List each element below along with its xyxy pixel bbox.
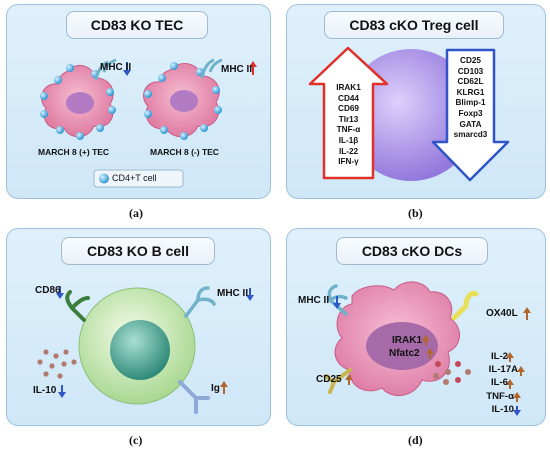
tcell-group-right	[144, 62, 222, 140]
up-item: IFN-γ	[338, 157, 359, 167]
panel-c-caption: (c)	[129, 433, 143, 447]
cd86-down-arrow-icon	[56, 286, 64, 299]
down-item: KLRG1	[456, 87, 485, 97]
mhc-down-arrow-icon	[123, 62, 131, 76]
mhc-down-arrow-icon	[333, 296, 341, 309]
up-item: TNF-α	[336, 125, 361, 135]
panel-c-cd86-label: CD86	[35, 285, 61, 296]
panel-a-left-cell-label: MARCH 8 (+) TEC	[38, 147, 110, 157]
down-item: smarcd3	[453, 130, 488, 140]
panel-d-title-text: CD83 cKO DCs	[361, 243, 463, 259]
panel-a-mhc-label-right: MHC II	[221, 64, 253, 75]
cytokine-dots	[433, 361, 471, 385]
up-item: CD44	[338, 93, 359, 103]
panel-d-cytokine-list: IL-2 IL-17A IL-6 TNF-α IL-10	[478, 350, 518, 416]
upregulated-list: IRAK1 CD44 CD69 Tlr13 TNF-α IL-1β IL-22 …	[325, 83, 372, 168]
panel-c-title-text: CD83 KO B cell	[87, 243, 189, 259]
panel-a-title: CD83 KO TEC	[66, 11, 208, 39]
cytokine-item: IL-17A	[488, 364, 518, 376]
dc-nucleus	[366, 322, 438, 370]
il10-down-arrow-icon	[58, 385, 66, 398]
mhc-receptor-left	[94, 58, 117, 81]
cytokine-item: TNF-α	[486, 390, 514, 402]
panel-a-title-text: CD83 KO TEC	[90, 17, 184, 33]
panel-c-il10-label: IL-10	[33, 385, 57, 396]
panel-a-legend-label: CD4+T cell	[112, 173, 157, 183]
mhc-receptor-right	[200, 58, 223, 79]
cytokine-arrows	[506, 352, 525, 416]
cd4-tcell-legend-icon	[99, 173, 109, 184]
up-item: IL-1β	[338, 135, 359, 145]
panel-d-nfatc2-label: Nfatc2	[389, 348, 420, 359]
up-item: CD69	[338, 104, 359, 114]
cytokine-item: IL-2	[490, 351, 508, 362]
il10-dots	[37, 349, 77, 379]
panel-a-caption: (a)	[129, 206, 143, 220]
cd25-receptor-icon	[324, 368, 352, 394]
ox40l-receptor-icon	[451, 291, 479, 321]
down-arrow-icon	[431, 48, 510, 182]
cytokine-item: IL-6	[490, 377, 508, 389]
down-item: CD103	[457, 66, 484, 76]
up-arrow-icon	[308, 46, 389, 180]
panel-d-cd25-label: CD25	[316, 374, 342, 385]
up-item: IRAK1	[336, 83, 361, 92]
mhc-up-arrow-icon	[249, 61, 257, 75]
up-item: Tlr13	[338, 114, 359, 124]
cytokine-item: IL-10	[491, 403, 514, 415]
ig-up-arrow-icon	[220, 381, 228, 394]
panel-b-caption: (b)	[408, 206, 423, 220]
panel-c-mhc-label: MHC II	[217, 288, 249, 299]
down-item: Blimp-1	[455, 98, 486, 108]
cd25-up-arrow-icon	[345, 374, 353, 385]
up-item: IL-22	[338, 146, 359, 156]
panel-d-title: CD83 cKO DCs	[336, 237, 488, 265]
cd86-receptor-icon	[65, 290, 90, 322]
legend-box	[93, 169, 184, 188]
panel-a-mhc-label-left: MHC II	[100, 62, 132, 73]
tcell-group-left	[40, 64, 116, 140]
downregulated-list: CD25 CD103 CD62L KLRG1 Blimp-1 Foxp3 GAT…	[448, 56, 493, 141]
panel-d-irak1-label: IRAK1	[392, 335, 423, 346]
panel-d-caption: (d)	[408, 433, 423, 447]
ig-receptor-icon	[178, 380, 210, 414]
panel-c-title: CD83 KO B cell	[61, 237, 215, 265]
b-cell-nucleus	[110, 320, 170, 380]
mhc-down-arrow-icon	[246, 288, 254, 301]
panel-d-ox40l-label: OX40L	[486, 308, 518, 319]
down-item: GATA	[459, 119, 482, 129]
irak1-up-arrow-icon	[422, 335, 430, 346]
nfatc2-up-arrow-icon	[426, 348, 434, 359]
panel-c-ig-label: Ig	[211, 383, 220, 394]
ox40l-up-arrow-icon	[523, 307, 531, 320]
panel-b-title: CD83 cKO Treg cell	[324, 11, 504, 39]
panel-a-right-cell-label: MARCH 8 (-) TEC	[150, 147, 219, 157]
panel-b-title-text: CD83 cKO Treg cell	[349, 17, 479, 33]
down-item: CD25	[460, 56, 481, 65]
down-item: CD62L	[457, 77, 484, 87]
panel-d-mhc-label: MHC II	[298, 295, 330, 306]
down-item: Foxp3	[458, 108, 483, 118]
mhc-receptor-icon	[184, 286, 216, 318]
